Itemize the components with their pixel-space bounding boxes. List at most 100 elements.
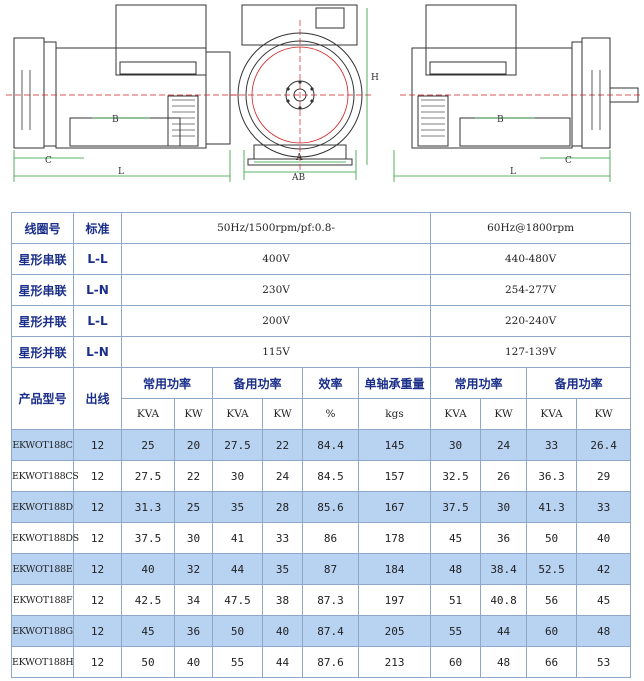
header-efficiency: 效率 (302, 367, 359, 399)
voltage-row-connection: L-L (73, 243, 122, 275)
value-cell: 47.5 (212, 584, 263, 616)
value-cell: 51 (430, 584, 482, 616)
value-cell: 30 (480, 491, 528, 523)
unit-cell: KVA (121, 398, 175, 430)
value-cell: 36 (174, 615, 213, 647)
value-cell: 45 (121, 615, 175, 647)
value-cell: 66 (526, 646, 578, 678)
value-cell: 30 (212, 460, 263, 492)
value-cell: 55 (430, 615, 482, 647)
value-cell: 30 (430, 429, 482, 461)
voltage-row-label: 星形并联 (11, 336, 74, 368)
value-cell: 35 (262, 553, 303, 585)
value-cell: 44 (262, 646, 303, 678)
header-prime-60: 常用功率 (430, 367, 528, 399)
value-cell: 24 (262, 460, 303, 492)
value-cell: 33 (526, 429, 578, 461)
voltage-row-label: 星形串联 (11, 274, 74, 306)
leads-cell: 12 (73, 460, 122, 492)
unit-cell: % (302, 398, 359, 430)
value-cell: 37.5 (430, 491, 482, 523)
value-cell: 50 (121, 646, 175, 678)
voltage-row-50hz: 200V (120, 305, 432, 337)
voltage-row-label: 星形并联 (11, 305, 74, 337)
rear-view (393, 4, 640, 182)
dim-label-a: A (295, 153, 303, 163)
value-cell: 87.3 (302, 584, 359, 616)
value-cell: 40 (576, 522, 632, 554)
voltage-row-connection: L-L (73, 305, 122, 337)
leads-cell: 12 (73, 615, 122, 647)
model-cell: EKWOT188C (11, 429, 74, 461)
model-cell: EKWOT188F (11, 584, 74, 616)
voltage-row-50hz: 50Hz/1500rpm/pf:0.8- (120, 212, 432, 244)
value-cell: 35 (212, 491, 263, 523)
voltage-row-50hz: 115V (120, 336, 432, 368)
value-cell: 197 (357, 584, 432, 616)
value-cell: 40 (121, 553, 175, 585)
dim-label-b: B (112, 115, 119, 125)
model-header-section: 产品型号 出线 常用功率 备用功率 效率 单轴承重量 常用功率 备用功率 KVA… (11, 367, 632, 430)
dim-label-l: L (118, 167, 124, 177)
voltage-row-60hz: 127-139V (430, 336, 632, 368)
voltage-row-label: 线圈号 (11, 212, 74, 244)
voltage-row-50hz: 230V (120, 274, 432, 306)
dim-label-ab: AB (291, 173, 305, 183)
model-cell: EKWOT188DS (11, 522, 79, 554)
unit-cell: KVA (430, 398, 482, 430)
leads-cell: 12 (73, 429, 122, 461)
voltage-row-60hz: 254-277V (430, 274, 632, 306)
value-cell: 87 (302, 553, 359, 585)
value-cell: 27.5 (121, 460, 175, 492)
value-cell: 31.3 (121, 491, 175, 523)
value-cell: 55 (212, 646, 263, 678)
value-cell: 28 (262, 491, 303, 523)
voltage-row-connection: L-N (73, 336, 122, 368)
value-cell: 157 (357, 460, 432, 492)
side-view (6, 4, 238, 182)
value-cell: 178 (357, 522, 432, 554)
value-cell: 48 (430, 553, 482, 585)
value-cell: 36.3 (526, 460, 578, 492)
value-cell: 34 (174, 584, 213, 616)
value-cell: 27.5 (212, 429, 263, 461)
value-cell: 41 (212, 522, 263, 554)
value-cell: 32 (174, 553, 213, 585)
value-cell: 25 (121, 429, 175, 461)
value-cell: 84.5 (302, 460, 359, 492)
value-cell: 40.8 (480, 584, 528, 616)
unit-cell: KW (262, 398, 303, 430)
leads-cell: 12 (73, 491, 122, 523)
model-cell: EKWOT188D (11, 491, 74, 523)
value-cell: 145 (357, 429, 432, 461)
header-standby-50: 备用功率 (212, 367, 303, 399)
value-cell: 38 (262, 584, 303, 616)
value-cell: 48 (480, 646, 528, 678)
value-cell: 167 (357, 491, 432, 523)
value-cell: 26 (480, 460, 528, 492)
voltage-row-connection: L-N (73, 274, 122, 306)
value-cell: 22 (262, 429, 303, 461)
dim-label-b-rear: B (497, 115, 504, 125)
value-cell: 42.5 (121, 584, 175, 616)
model-cell: EKWOT188H (11, 646, 74, 678)
value-cell: 86 (302, 522, 359, 554)
value-cell: 40 (174, 646, 213, 678)
value-cell: 184 (357, 553, 432, 585)
model-cell: EKWOT188CS (11, 460, 79, 492)
value-cell: 25 (174, 491, 213, 523)
dim-label-c-rear: C (565, 156, 572, 166)
value-cell: 40 (262, 615, 303, 647)
voltage-row-label: 星形串联 (11, 243, 74, 275)
